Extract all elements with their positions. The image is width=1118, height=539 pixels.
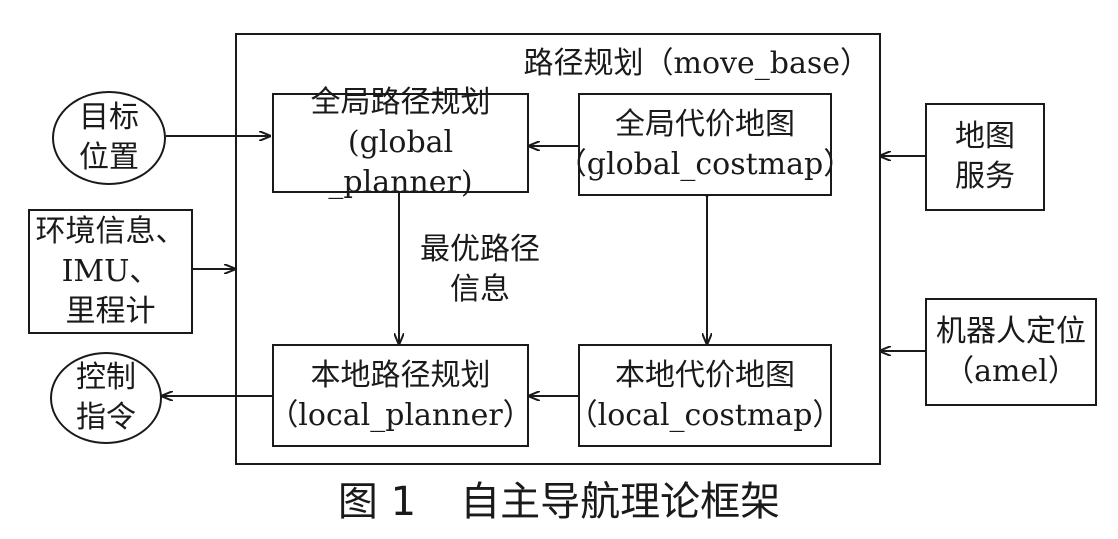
- local-planner-subtitle: （local_planner）: [268, 397, 533, 433]
- map-service-line2: 服务: [955, 159, 1015, 194]
- map-service-node: 地图 服务: [925, 103, 1045, 211]
- control-command-node: 控制 指令: [50, 352, 162, 444]
- control-command-line1: 控制: [76, 360, 136, 395]
- env-info-node: 环境信息、 IMU、 里程计: [28, 209, 193, 334]
- figure-title: 自主导航理论框架: [460, 479, 781, 525]
- move-base-container: [235, 33, 881, 465]
- global-planner-node: 全局路径规划 (global _planner): [272, 85, 529, 200]
- figure-number: 图 1: [337, 479, 417, 525]
- local-costmap-title: 本地代价地图: [615, 357, 795, 393]
- optimal-path-label: 最优路径 信息: [420, 232, 540, 307]
- local-costmap-node: 本地代价地图 （local_costmap）: [568, 344, 842, 447]
- target-position-node: 目标 位置: [52, 91, 166, 185]
- global-costmap-subtitle: （global_costmap）: [556, 146, 854, 182]
- env-info-line2: IMU、: [61, 253, 160, 289]
- local-costmap-subtitle: （local_costmap）: [567, 397, 843, 433]
- global-planner-subtitle: (global _planner): [328, 125, 473, 200]
- global-costmap-node: 全局代价地图 （global_costmap）: [557, 93, 853, 196]
- figure-caption: 图 1 自主导航理论框架: [0, 476, 1118, 528]
- map-service-line1: 地图: [955, 119, 1015, 154]
- global-planner-title: 全局路径规划: [310, 85, 491, 120]
- local-planner-node: 本地路径规划 （local_planner）: [268, 344, 533, 447]
- target-position-line2: 位置: [79, 140, 139, 175]
- target-position-line1: 目标: [79, 100, 139, 135]
- robot-localization-line1: 机器人定位: [936, 314, 1086, 349]
- container-title: 路径规划（move_base）: [523, 46, 870, 81]
- robot-localization-node: 机器人定位 （amel）: [925, 298, 1097, 406]
- env-info-line3: 里程计: [65, 293, 156, 329]
- robot-localization-line2: （amel）: [944, 354, 1078, 389]
- env-info-line1: 环境信息、: [35, 213, 186, 249]
- control-command-line2: 指令: [76, 400, 136, 435]
- global-costmap-title: 全局代价地图: [615, 106, 795, 142]
- local-planner-title: 本地路径规划: [310, 357, 491, 393]
